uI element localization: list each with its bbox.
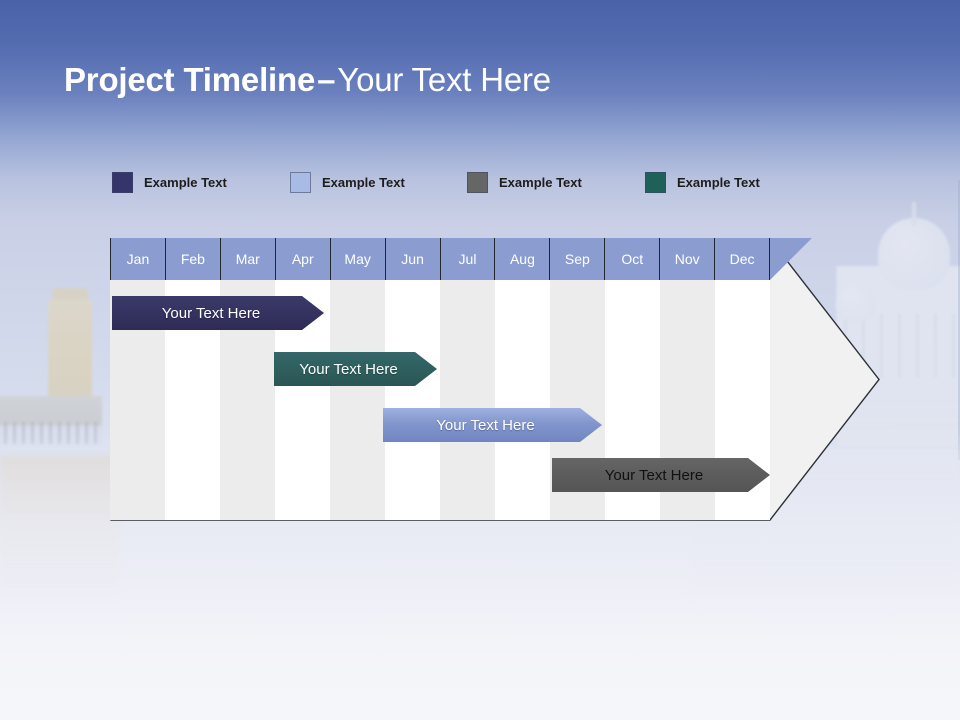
legend-label-2: Example Text bbox=[322, 174, 405, 190]
page-title-dash: – bbox=[317, 61, 336, 98]
page-title-main: Project Timeline bbox=[64, 61, 316, 98]
legend-item-3[interactable]: Example Text bbox=[467, 170, 582, 194]
task-bar-1-shape-icon bbox=[112, 296, 324, 330]
month-cell-aug[interactable]: Aug bbox=[495, 238, 551, 280]
timeline-column-jul bbox=[440, 280, 495, 520]
background-photo-edge bbox=[958, 180, 960, 460]
legend-label-4: Example Text bbox=[677, 174, 760, 190]
legend-swatch-icon-1 bbox=[112, 171, 133, 193]
timeline-column-may bbox=[330, 280, 385, 520]
page-title-subtitle: Your Text Here bbox=[337, 61, 551, 98]
timeline-column-jun bbox=[385, 280, 440, 520]
legend-swatch-icon-4 bbox=[645, 171, 666, 193]
month-cell-apr[interactable]: Apr bbox=[275, 238, 331, 280]
legend-swatch-icon-3 bbox=[467, 171, 488, 193]
task-bar-1-label: Your Text Here bbox=[161, 304, 261, 322]
legend-item-4[interactable]: Example Text bbox=[645, 170, 760, 194]
task-bar-2-shape-icon bbox=[274, 352, 437, 386]
background-water-reflection-left bbox=[0, 455, 120, 605]
timeline-chart: Jan Feb Mar Apr May Jun Jul Aug Sep Oct … bbox=[110, 238, 880, 521]
task-bar-2[interactable]: Your Text Here bbox=[274, 352, 437, 386]
page-title: Project Timeline–Your Text Here bbox=[64, 58, 551, 102]
legend: Example Text Example Text Example Text E… bbox=[112, 170, 812, 196]
legend-label-1: Example Text bbox=[144, 174, 227, 190]
task-bar-2-label: Your Text Here bbox=[299, 360, 398, 378]
background-temple-right-icon bbox=[826, 196, 960, 446]
legend-item-2[interactable]: Example Text bbox=[290, 170, 405, 194]
task-bar-3-label: Your Text Here bbox=[436, 416, 535, 434]
legend-item-1[interactable]: Example Text bbox=[112, 170, 227, 194]
month-cell-may[interactable]: May bbox=[330, 238, 386, 280]
timeline-columns bbox=[110, 280, 770, 520]
month-cell-dec[interactable]: Dec bbox=[715, 238, 771, 280]
month-cell-nov[interactable]: Nov bbox=[660, 238, 716, 280]
legend-swatch-icon-2 bbox=[290, 171, 311, 193]
task-bar-4-shape-icon bbox=[552, 458, 770, 492]
month-cell-oct[interactable]: Oct bbox=[605, 238, 661, 280]
task-bar-3-shape-icon bbox=[383, 408, 602, 442]
timeline-column-aug bbox=[495, 280, 550, 520]
task-bar-3[interactable]: Your Text Here bbox=[383, 408, 602, 442]
background-bottom-fade bbox=[0, 590, 960, 720]
month-cell-feb[interactable]: Feb bbox=[165, 238, 221, 280]
month-cell-jul[interactable]: Jul bbox=[440, 238, 496, 280]
timeline-month-header: Jan Feb Mar Apr May Jun Jul Aug Sep Oct … bbox=[110, 238, 771, 280]
task-bar-4[interactable]: Your Text Here bbox=[552, 458, 770, 492]
month-cell-jan[interactable]: Jan bbox=[110, 238, 166, 280]
month-cell-jun[interactable]: Jun bbox=[385, 238, 441, 280]
legend-label-3: Example Text bbox=[499, 174, 582, 190]
task-bar-4-label: Your Text Here bbox=[604, 466, 704, 484]
timeline-task-bars: Your Text Here Your Text Here Your Text … bbox=[110, 238, 880, 521]
task-bar-1[interactable]: Your Text Here bbox=[112, 296, 324, 330]
background-temple-left-icon bbox=[0, 288, 102, 450]
month-cell-mar[interactable]: Mar bbox=[220, 238, 276, 280]
month-cell-sep[interactable]: Sep bbox=[550, 238, 606, 280]
